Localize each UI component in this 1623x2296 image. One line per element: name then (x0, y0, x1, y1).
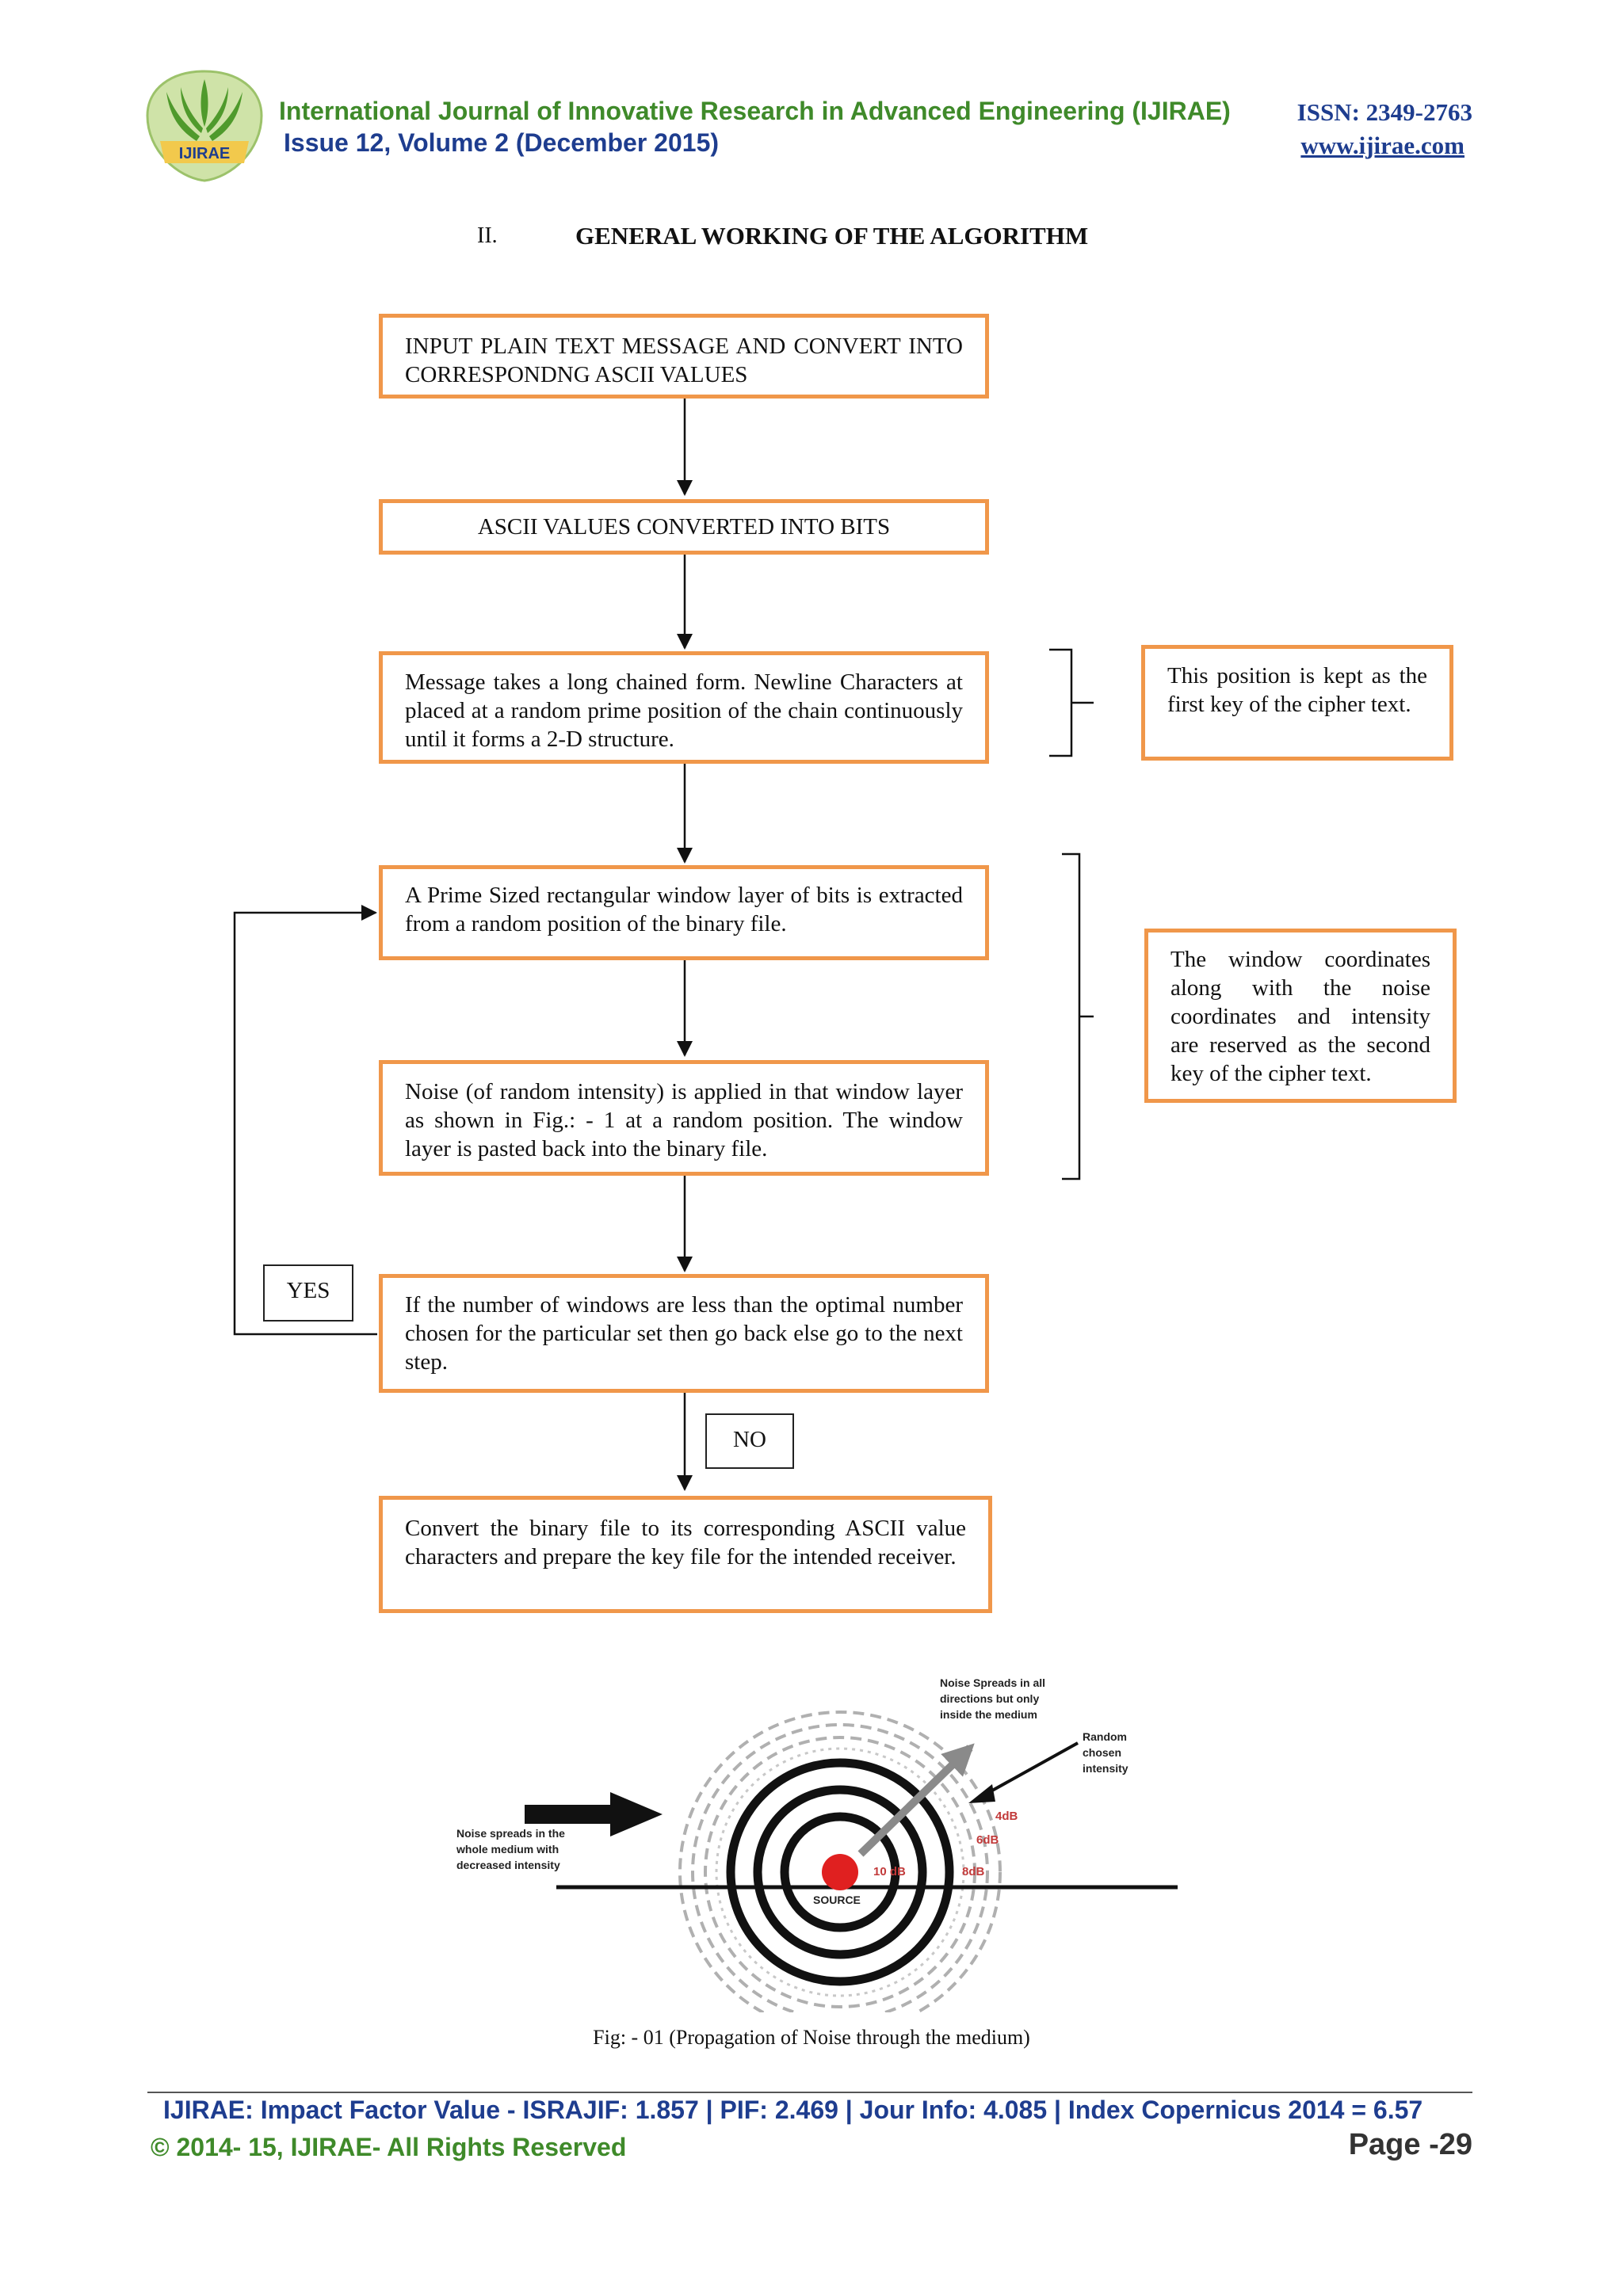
flow-step-window-check: If the number of windows are less than t… (379, 1274, 989, 1393)
label-10db: 10 dB (873, 1865, 906, 1878)
noise-ring-6db (753, 1785, 927, 1959)
footer-copyright: © 2014- 15, IJIRAE- All Rights Reserved (151, 2133, 627, 2161)
decision-no-label: NO (705, 1413, 794, 1469)
journal-issn: ISSN: 2349-2763 (1296, 98, 1472, 126)
label-noise-whole-medium: Noise spreads in the whole medium with d… (456, 1827, 565, 1871)
flowchart-connectors (233, 399, 1094, 1491)
journal-issue: Issue 12, Volume 2 (December 2015) (284, 128, 720, 157)
journal-logo: IJIRAE (146, 70, 263, 182)
noise-ring-8db (780, 1812, 900, 1932)
footer-page-number: Page -29 (1348, 2128, 1472, 2161)
footer-divider (147, 2092, 1472, 2093)
journal-url-link[interactable]: www.ijirae.com (1300, 132, 1465, 159)
flow-step-noise-applied: Noise (of random intensity) is applied i… (379, 1060, 989, 1176)
label-source: SOURCE (813, 1894, 861, 1906)
section-title: GENERAL WORKING OF THE ALGORITHM (575, 222, 1089, 250)
random-intensity-arrowhead (968, 1784, 995, 1803)
random-intensity-pointer (977, 1741, 1079, 1800)
input-arrow-icon (525, 1792, 663, 1836)
noise-ring-outer-2 (691, 1723, 989, 2012)
brace-note2 (1062, 852, 1094, 1180)
noise-ring-4db (726, 1758, 954, 1986)
flow-step-prime-window: A Prime Sized rectangular window layer o… (379, 865, 989, 960)
figure-caption: Fig: - 01 (Propagation of Noise through … (593, 2026, 1030, 2049)
logo-text: IJIRAE (179, 145, 230, 162)
label-8db: 8dB (962, 1865, 985, 1878)
label-6db: 6dB (976, 1833, 999, 1847)
spread-direction-arrow (857, 1743, 975, 1857)
loop-back-arrow (233, 905, 377, 1336)
label-noise-spreads-all-directions: Noise Spreads in all directions but only… (940, 1676, 1046, 1721)
noise-ring-outer-3 (704, 1736, 976, 2008)
label-random-intensity: Random chosen intensity (1083, 1730, 1128, 1775)
noise-propagation-diagram (525, 1711, 1178, 2012)
section-number: II. (477, 223, 498, 248)
footer-impact-factor: IJIRAE: Impact Factor Value - ISRAJIF: 1… (163, 2096, 1423, 2124)
noise-ring-outer-4 (715, 1747, 965, 1997)
brace-note1 (1049, 648, 1094, 757)
journal-title: International Journal of Innovative Rese… (279, 97, 1231, 125)
flow-step-input-plain-text: INPUT PLAIN TEXT MESSAGE AND CONVERT INT… (379, 314, 989, 399)
noise-ring-outer-1 (678, 1711, 1002, 2012)
noise-source-dot (822, 1854, 858, 1890)
decision-yes-label: YES (263, 1264, 353, 1322)
flow-step-convert-binary: Convert the binary file to its correspon… (379, 1496, 992, 1613)
flow-step-chained-form: Message takes a long chained form. Newli… (379, 651, 989, 764)
note-second-key: The window coordinates along with the no… (1144, 929, 1457, 1103)
label-4db: 4dB (995, 1810, 1018, 1823)
flow-step-ascii-to-bits: ASCII VALUES CONVERTED INTO BITS (379, 499, 989, 555)
note-first-key: This position is kept as the first key o… (1141, 645, 1453, 761)
